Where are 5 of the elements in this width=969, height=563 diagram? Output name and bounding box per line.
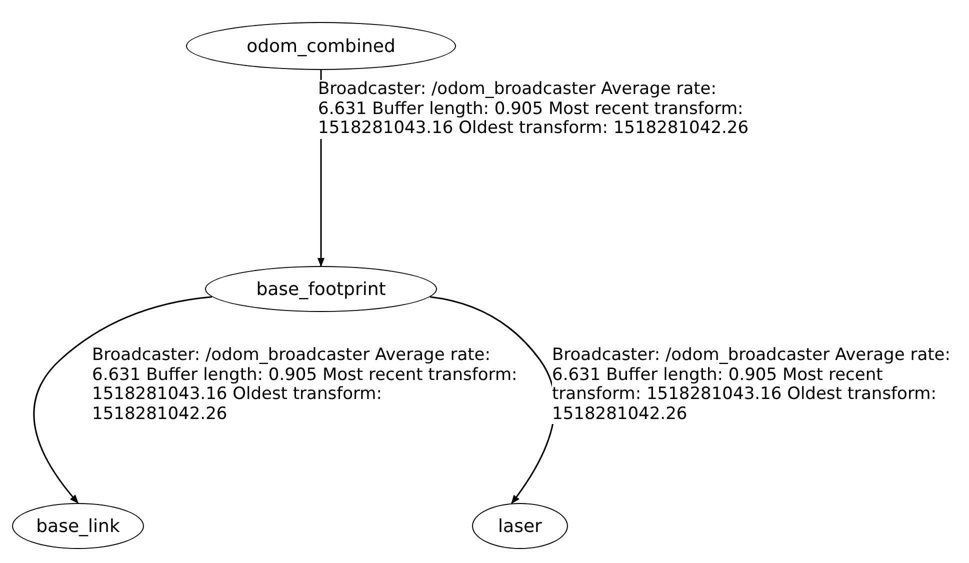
arrow [33,296,212,504]
frame-name: base_link [36,516,120,536]
frame-name: odom_combined [246,36,396,56]
frame-name: base_footprint [256,278,386,300]
frame-name: laser [498,516,542,536]
